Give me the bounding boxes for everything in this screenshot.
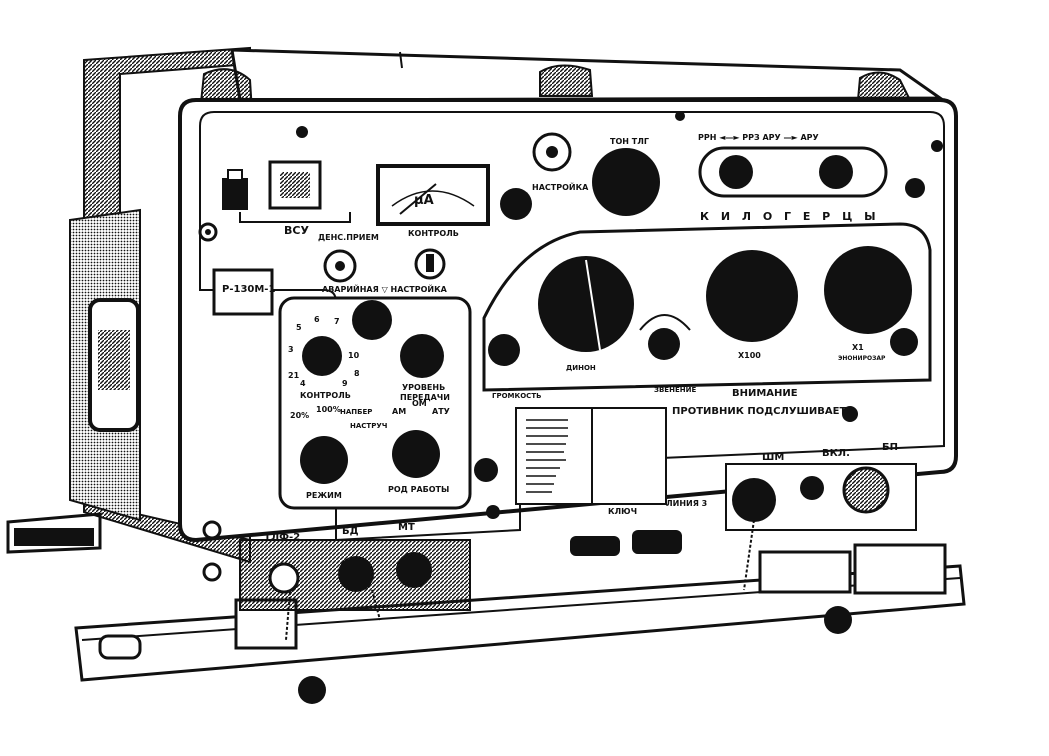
tlf2-label: ТЛФ-2: [264, 532, 300, 543]
dial-x1-sub-label: ЭНОНИРОЗАР: [838, 355, 886, 362]
avariynaya-label: АВАРИЙНАЯ ▽ НАСТРОЙКА: [322, 283, 448, 294]
am-label: АМ: [392, 407, 406, 416]
signal-meter: μA: [376, 164, 490, 226]
dens-priem-label: ДЕНС.ПРИЕМ: [318, 233, 379, 242]
bp-connector[interactable]: [842, 466, 890, 514]
tlf2-connector[interactable]: [268, 562, 300, 594]
switch-scale-0: 5: [296, 323, 302, 332]
dial-x1-label: Х1: [852, 343, 864, 352]
nastroyka-label: НАСТРОЙКА: [532, 181, 589, 192]
base-frame: [6, 512, 966, 704]
warning-line-1: ВНИМАНИЕ: [732, 388, 798, 399]
mode-switch-left[interactable]: [719, 155, 753, 189]
switch-scale-6: 9: [342, 379, 348, 388]
right-connectors: ШМ ВКЛ. БП: [725, 442, 917, 591]
bd-connector[interactable]: [338, 556, 374, 592]
switch-scale-1: 6: [314, 315, 320, 324]
gromkost-knob[interactable]: [488, 334, 520, 366]
bottom-connectors: ТЛФ-2 БД МТ: [239, 522, 682, 641]
switch-scale-8: 8: [354, 369, 360, 378]
uroven-peredachi-knob[interactable]: [400, 334, 444, 378]
warning-line-2: ПРОТИВНИК ПОДСЛУШИВАЕТ!: [672, 406, 851, 417]
ton-tlg-knob[interactable]: [592, 148, 660, 216]
rod-raboty-label: РОД РАБОТЫ: [388, 485, 449, 494]
kontrol-switch[interactable]: [302, 336, 342, 376]
kilogertsy-label: К И Л О Г Е Р Ц Ы: [700, 210, 880, 223]
shm-label: ШМ: [762, 452, 784, 463]
mode-arrows-label: РРН ◄—► РРЗ АРУ —► АРУ: [698, 133, 819, 142]
rezhim-switch[interactable]: [300, 436, 348, 484]
switch-scale-4: 10: [348, 351, 360, 360]
om-label: ОМ: [412, 399, 427, 408]
kontrol-top-label: КОНТРОЛЬ: [408, 229, 459, 238]
zvenenie-label: ЗВЕНЕНИЕ: [654, 386, 696, 394]
pct-20-label: 20%: [290, 411, 309, 420]
kontrol-dial-label: КОНТРОЛЬ: [300, 391, 351, 400]
nastruch-label: НАСТРУЧ: [350, 422, 388, 430]
vkl-label: ВКЛ.: [822, 448, 850, 459]
uroven-label-1: УРОВЕНЬ: [402, 383, 445, 392]
dial-x100-label: Х100: [738, 351, 761, 360]
bp-label: БП: [882, 442, 898, 453]
left-control-panel: 5 6 7 3 10 21 9 4 8 КОНТРОЛЬ УРОВЕНЬ ПЕР…: [278, 296, 472, 510]
uroven-label-2: ПЕРЕДАЧИ: [400, 393, 450, 402]
switch-scale-5: 21: [288, 371, 300, 380]
dial-left[interactable]: [538, 256, 634, 352]
dial-x1[interactable]: [824, 246, 912, 334]
napr-label: НАПБЕР: [340, 408, 372, 416]
dial-x100[interactable]: [706, 250, 798, 342]
dial-left-label: ДИНОН: [566, 364, 596, 372]
switch-scale-2: 7: [334, 317, 340, 326]
gromkost-label: ГРОМКОСТЬ: [492, 392, 541, 400]
rod-raboty-switch[interactable]: [392, 430, 440, 478]
mt-connector[interactable]: [396, 552, 432, 588]
klyuch-label: КЛЮЧ: [608, 507, 637, 516]
vsu-label: ВСУ: [284, 224, 309, 237]
mode-switch-right[interactable]: [819, 155, 853, 189]
switch-scale-3: 3: [288, 345, 294, 354]
antenna-connectors: ВСУ: [222, 160, 351, 237]
frequency-dial-panel: ДИНОН Х100 Х1 ЭНОНИРОЗАР: [482, 222, 932, 392]
vkl-switch[interactable]: [800, 476, 824, 500]
pct-100-label: 100%: [316, 405, 341, 414]
liniya3-label: ЛИНИЯ 3: [666, 499, 707, 508]
model-plate: Р-130М-1: [212, 268, 275, 316]
zvenenie-knob[interactable]: [648, 328, 680, 360]
mode-switch-panel: РРН ◄—► РРЗ АРУ —► АРУ К И Л О Г Е Р Ц Ы: [698, 133, 888, 223]
meter-unit: μA: [414, 193, 434, 208]
right-small-knob[interactable]: [890, 328, 918, 356]
rezhim-label: РЕЖИМ: [306, 491, 342, 500]
switch-scale-7: 4: [300, 379, 306, 388]
mt-label: МТ: [398, 522, 415, 533]
instruction-plates: [515, 407, 667, 505]
bd-label: БД: [342, 526, 359, 537]
atu-label: АТУ: [432, 407, 450, 416]
shm-connector[interactable]: [732, 478, 776, 522]
ton-tlg-label: ТОН ТЛГ: [610, 137, 649, 146]
svg-text:Р-130М-1: Р-130М-1: [222, 284, 275, 295]
